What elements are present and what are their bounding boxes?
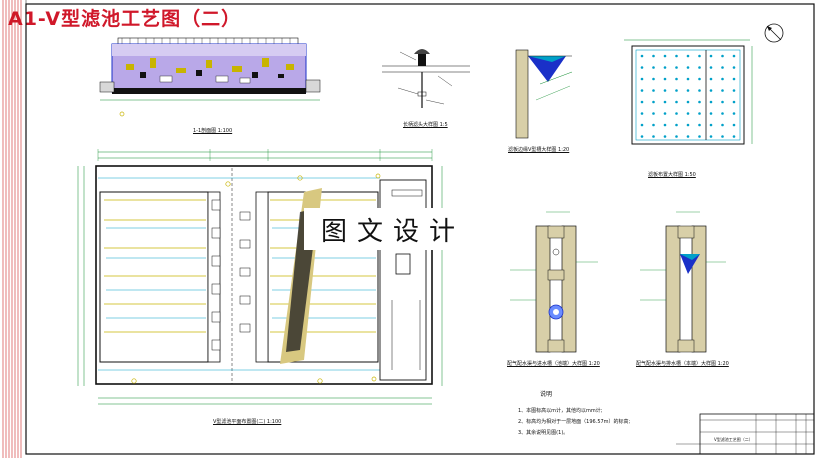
filter-plate-label: 滤板布置大样图 1:50	[648, 172, 696, 178]
nozzle-dot	[686, 54, 690, 58]
nozzle-dot	[663, 66, 667, 69]
nozzle-dot	[686, 66, 690, 69]
nozzle-dot	[709, 66, 713, 69]
air-channel-drain-label: 配气配水渠与排水槽（本端）大样图 1:20	[636, 361, 729, 367]
nozzle-dot	[732, 54, 736, 58]
nozzle-dot	[709, 77, 713, 81]
nozzle-dot	[675, 135, 678, 138]
title-block-drawing-name: V型滤池工艺图（二）	[714, 437, 753, 442]
nozzle-dot	[709, 89, 713, 92]
nozzle-dot	[652, 123, 655, 127]
north-arrow-icon	[764, 23, 784, 43]
nozzle-dot	[663, 54, 667, 58]
nozzle-dot	[652, 89, 655, 92]
nozzle-dot	[721, 135, 724, 138]
nozzle-dot	[698, 77, 701, 81]
nozzle-detail	[382, 49, 470, 108]
title-block	[676, 413, 815, 455]
nozzle-dot	[698, 100, 701, 104]
v-groove-label: 滤板边缘V型槽大样图 1:20	[508, 147, 570, 153]
filter-plate-layout	[624, 39, 753, 145]
nozzle-dot	[709, 100, 713, 104]
nozzle-dot	[652, 100, 655, 104]
nozzle-dot	[686, 89, 690, 92]
v-groove-detail	[515, 49, 573, 139]
nozzle-dot	[721, 54, 724, 58]
nozzle-dot	[675, 77, 678, 81]
sheet-border	[25, 3, 815, 455]
nozzle-dot	[698, 112, 701, 115]
section-1-1-label: 1-1剖面图 1:100	[193, 128, 233, 134]
nozzle-dot	[732, 100, 736, 104]
nozzle-dot	[686, 77, 690, 81]
filter-plan-view	[77, 149, 443, 405]
nozzle-dot	[663, 89, 667, 92]
nozzle-dot	[698, 66, 701, 69]
nozzle-dot	[663, 112, 667, 115]
nozzle-dot	[709, 112, 713, 115]
note-item-3: 3、其余说明见图(1)。	[518, 430, 569, 436]
nozzle-dot	[732, 112, 736, 115]
nozzle-dot	[721, 89, 724, 92]
nozzle-dot	[640, 66, 644, 69]
air-channel-inlet-label: 配气配水渠与进水槽（池端）大样图 1:20	[507, 361, 600, 367]
nozzle-dot	[698, 54, 701, 58]
nozzle-dot	[686, 135, 690, 138]
nozzle-dot	[663, 77, 667, 81]
nozzle-dot	[675, 123, 678, 127]
nozzle-dot	[652, 77, 655, 81]
margin-binding-strip	[2, 0, 22, 458]
nozzle-dot	[675, 89, 678, 92]
nozzle-detail-label: 长柄滤头大样图 1:5	[403, 122, 448, 128]
nozzle-dot	[698, 89, 701, 92]
nozzle-dot	[709, 54, 713, 58]
air-channel-drain-detail	[640, 211, 726, 353]
nozzle-dot	[686, 112, 690, 115]
nozzle-dot	[721, 66, 724, 69]
nozzle-dot	[686, 123, 690, 127]
nozzle-dot	[675, 112, 678, 115]
nozzle-dot	[698, 135, 701, 138]
watermark: 图文设计	[304, 208, 482, 250]
nozzle-dot	[663, 123, 667, 127]
notes-heading: 说明	[540, 391, 553, 398]
note-item-1: 1、本图标高以m计，其他均以mm计;	[518, 408, 603, 414]
nozzle-dot	[652, 135, 655, 138]
nozzle-dot	[732, 135, 736, 138]
nozzle-dot	[709, 123, 713, 127]
note-item-2: 2、标高均为相对于一层地面（196.57m）的标高;	[518, 419, 631, 425]
plan-view-label: V型滤池平面布置图(二) 1:100	[213, 419, 282, 425]
nozzle-dot	[721, 100, 724, 104]
nozzle-dot	[640, 77, 644, 81]
nozzle-dot	[698, 123, 701, 127]
drawing-title: A1-V型滤池工艺图（二）	[8, 8, 242, 30]
nozzle-dot	[640, 123, 644, 127]
nozzle-dot	[640, 112, 644, 115]
nozzle-dot	[663, 135, 667, 138]
nozzle-dot	[721, 112, 724, 115]
nozzle-dot	[709, 135, 713, 138]
nozzle-dot	[640, 135, 644, 138]
nozzle-dot	[721, 123, 724, 127]
section-1-1-view	[99, 37, 321, 117]
nozzle-dot	[686, 100, 690, 104]
nozzle-dot	[721, 77, 724, 81]
nozzle-dot	[732, 77, 736, 81]
nozzle-dot	[675, 66, 678, 69]
nozzle-dot	[732, 123, 736, 127]
nozzle-dot	[663, 100, 667, 104]
nozzle-dot	[675, 54, 678, 58]
air-channel-inlet-detail	[510, 211, 598, 353]
nozzle-dot	[652, 54, 655, 58]
nozzle-dot	[640, 100, 644, 104]
nozzle-dot	[652, 112, 655, 115]
nozzle-dot	[732, 89, 736, 92]
nozzle-dot	[675, 100, 678, 104]
nozzle-dot	[640, 54, 644, 58]
nozzle-dot	[652, 66, 655, 69]
nozzle-dot	[732, 66, 736, 69]
nozzle-dot	[640, 89, 644, 92]
